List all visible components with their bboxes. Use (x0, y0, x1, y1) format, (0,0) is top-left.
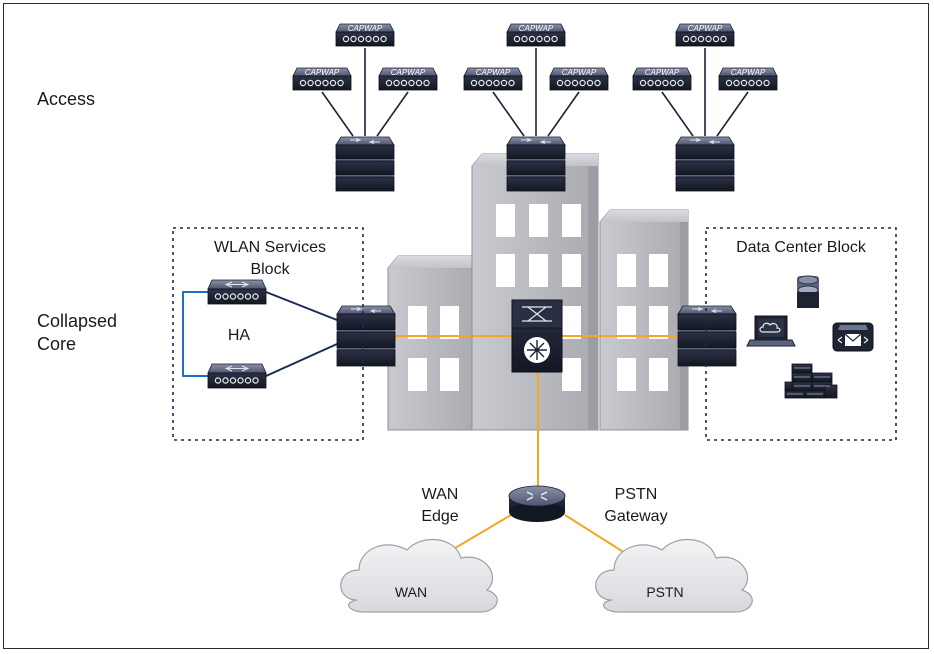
pstn-gateway-label-line2: Gateway (604, 508, 668, 525)
capwap-label: CAPWAP (476, 68, 511, 77)
ha-link (182, 291, 208, 377)
wlan-links (265, 291, 338, 377)
collapsed-core-label-line2: Core (37, 334, 77, 354)
voice-messaging-icon (832, 322, 874, 352)
access-uplinks (321, 48, 749, 137)
access-layer-label: Access (37, 89, 96, 109)
wan-edge-router (508, 485, 566, 522)
capwap-labels: CAPWAP CAPWAP CAPWAP CAPWAP CAPWAP CAPWA… (305, 24, 766, 77)
capwap-label: CAPWAP (305, 68, 340, 77)
wlan-controller-primary (207, 279, 267, 305)
capwap-label: CAPWAP (731, 68, 766, 77)
collapsed-core-label-line1: Collapsed (37, 311, 118, 331)
core-left-switch (336, 305, 396, 367)
data-center-block-border (705, 227, 897, 441)
cloud-laptop-icon (746, 315, 796, 347)
server-cluster-icon (784, 363, 838, 399)
pstn-cloud-label: PSTN (646, 584, 684, 600)
pstn-gateway-label-line1: PSTN (614, 486, 658, 503)
core-right-switch (677, 305, 737, 367)
wan-edge-label-line2: Edge (421, 508, 459, 525)
wan-edge-label-line1: WAN (421, 486, 459, 503)
capwap-label: CAPWAP (348, 24, 383, 33)
storage-server-icon (797, 275, 819, 308)
diagram-frame (3, 3, 929, 649)
wan-cloud (340, 538, 498, 613)
capwap-label: CAPWAP (519, 24, 554, 33)
capwap-label: CAPWAP (562, 68, 597, 77)
data-center-block-title: Data Center Block (736, 239, 866, 256)
wlan-services-block-border (172, 227, 364, 441)
capwap-label: CAPWAP (391, 68, 426, 77)
wlan-services-block-title-line1: WLAN Services (213, 239, 327, 256)
core-multilayer-switch (511, 299, 563, 373)
wlan-controller-secondary (207, 363, 267, 389)
wlan-services-block-title-line2: Block (250, 261, 290, 278)
ha-label: HA (227, 327, 251, 344)
wan-cloud-label: WAN (394, 584, 428, 600)
access-switches (335, 136, 735, 192)
capwap-label: CAPWAP (645, 68, 680, 77)
capwap-label: CAPWAP (688, 24, 723, 33)
